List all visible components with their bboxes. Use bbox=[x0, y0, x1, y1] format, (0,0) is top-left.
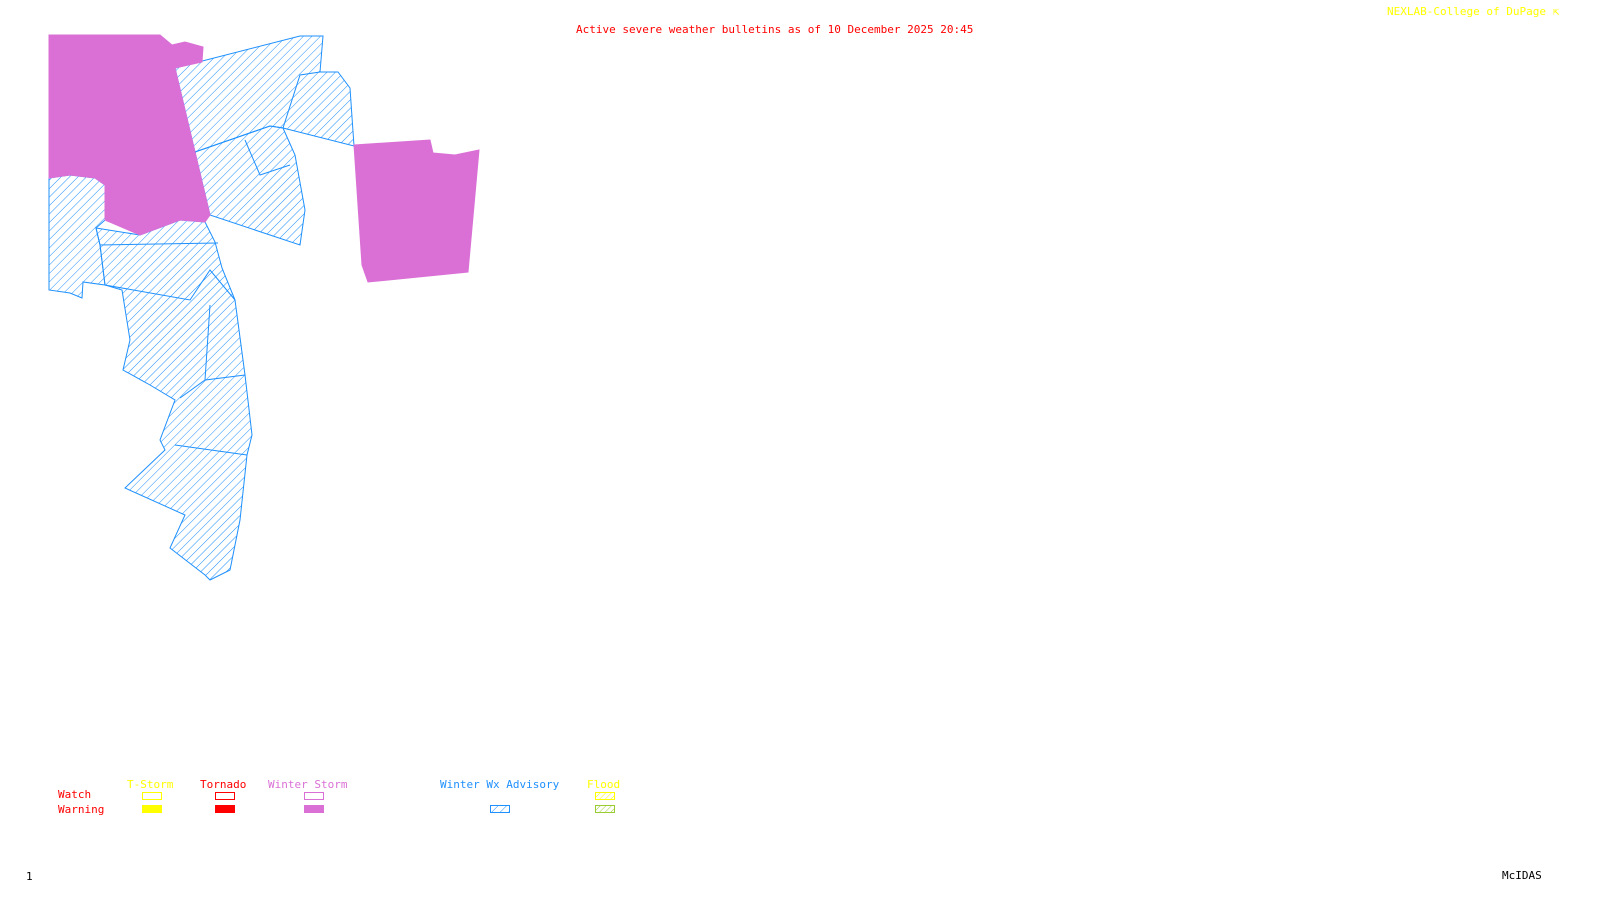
nexlab-logo-icon: ⇱ bbox=[1552, 5, 1560, 18]
credit-text: NEXLAB-College of DuPage bbox=[1387, 5, 1546, 18]
frame-number: 1 bbox=[26, 870, 33, 883]
legend-tornado-watch-swatch bbox=[215, 792, 235, 800]
advisory-area bbox=[194, 125, 306, 246]
legend-winter-advisory-label: Winter Wx Advisory bbox=[440, 778, 560, 791]
legend-flood-watch-swatch bbox=[595, 792, 615, 800]
legend-warning-label: Warning bbox=[58, 803, 105, 816]
legend-winter-storm-warning-swatch bbox=[304, 805, 324, 813]
legend-tornado-warning-swatch bbox=[215, 805, 235, 813]
legend-tstorm-label: T-Storm bbox=[127, 778, 174, 791]
winter-storm-warning-area bbox=[48, 34, 211, 236]
legend-tstorm-warning-swatch bbox=[142, 805, 162, 813]
page-title: Active severe weather bulletins as of 10… bbox=[576, 23, 974, 36]
legend-watch-label: Watch bbox=[58, 788, 92, 801]
legend-tornado-label: Tornado bbox=[200, 778, 247, 791]
advisory-area bbox=[95, 219, 253, 581]
legend-winter-storm-watch-swatch bbox=[304, 792, 324, 800]
legend-flood-warning-swatch bbox=[595, 805, 615, 813]
advisory-area bbox=[48, 174, 106, 299]
credit-label: NEXLAB-College of DuPage ⇱ bbox=[1387, 5, 1559, 18]
legend-tstorm-watch-swatch bbox=[142, 792, 162, 800]
software-label: McIDAS bbox=[1502, 869, 1542, 882]
legend-flood-label: Flood bbox=[587, 778, 621, 791]
legend-winter-storm-label: Winter Storm bbox=[268, 778, 348, 791]
winter-storm-warning-area bbox=[353, 139, 480, 283]
legend-winter-advisory-swatch bbox=[490, 805, 510, 813]
